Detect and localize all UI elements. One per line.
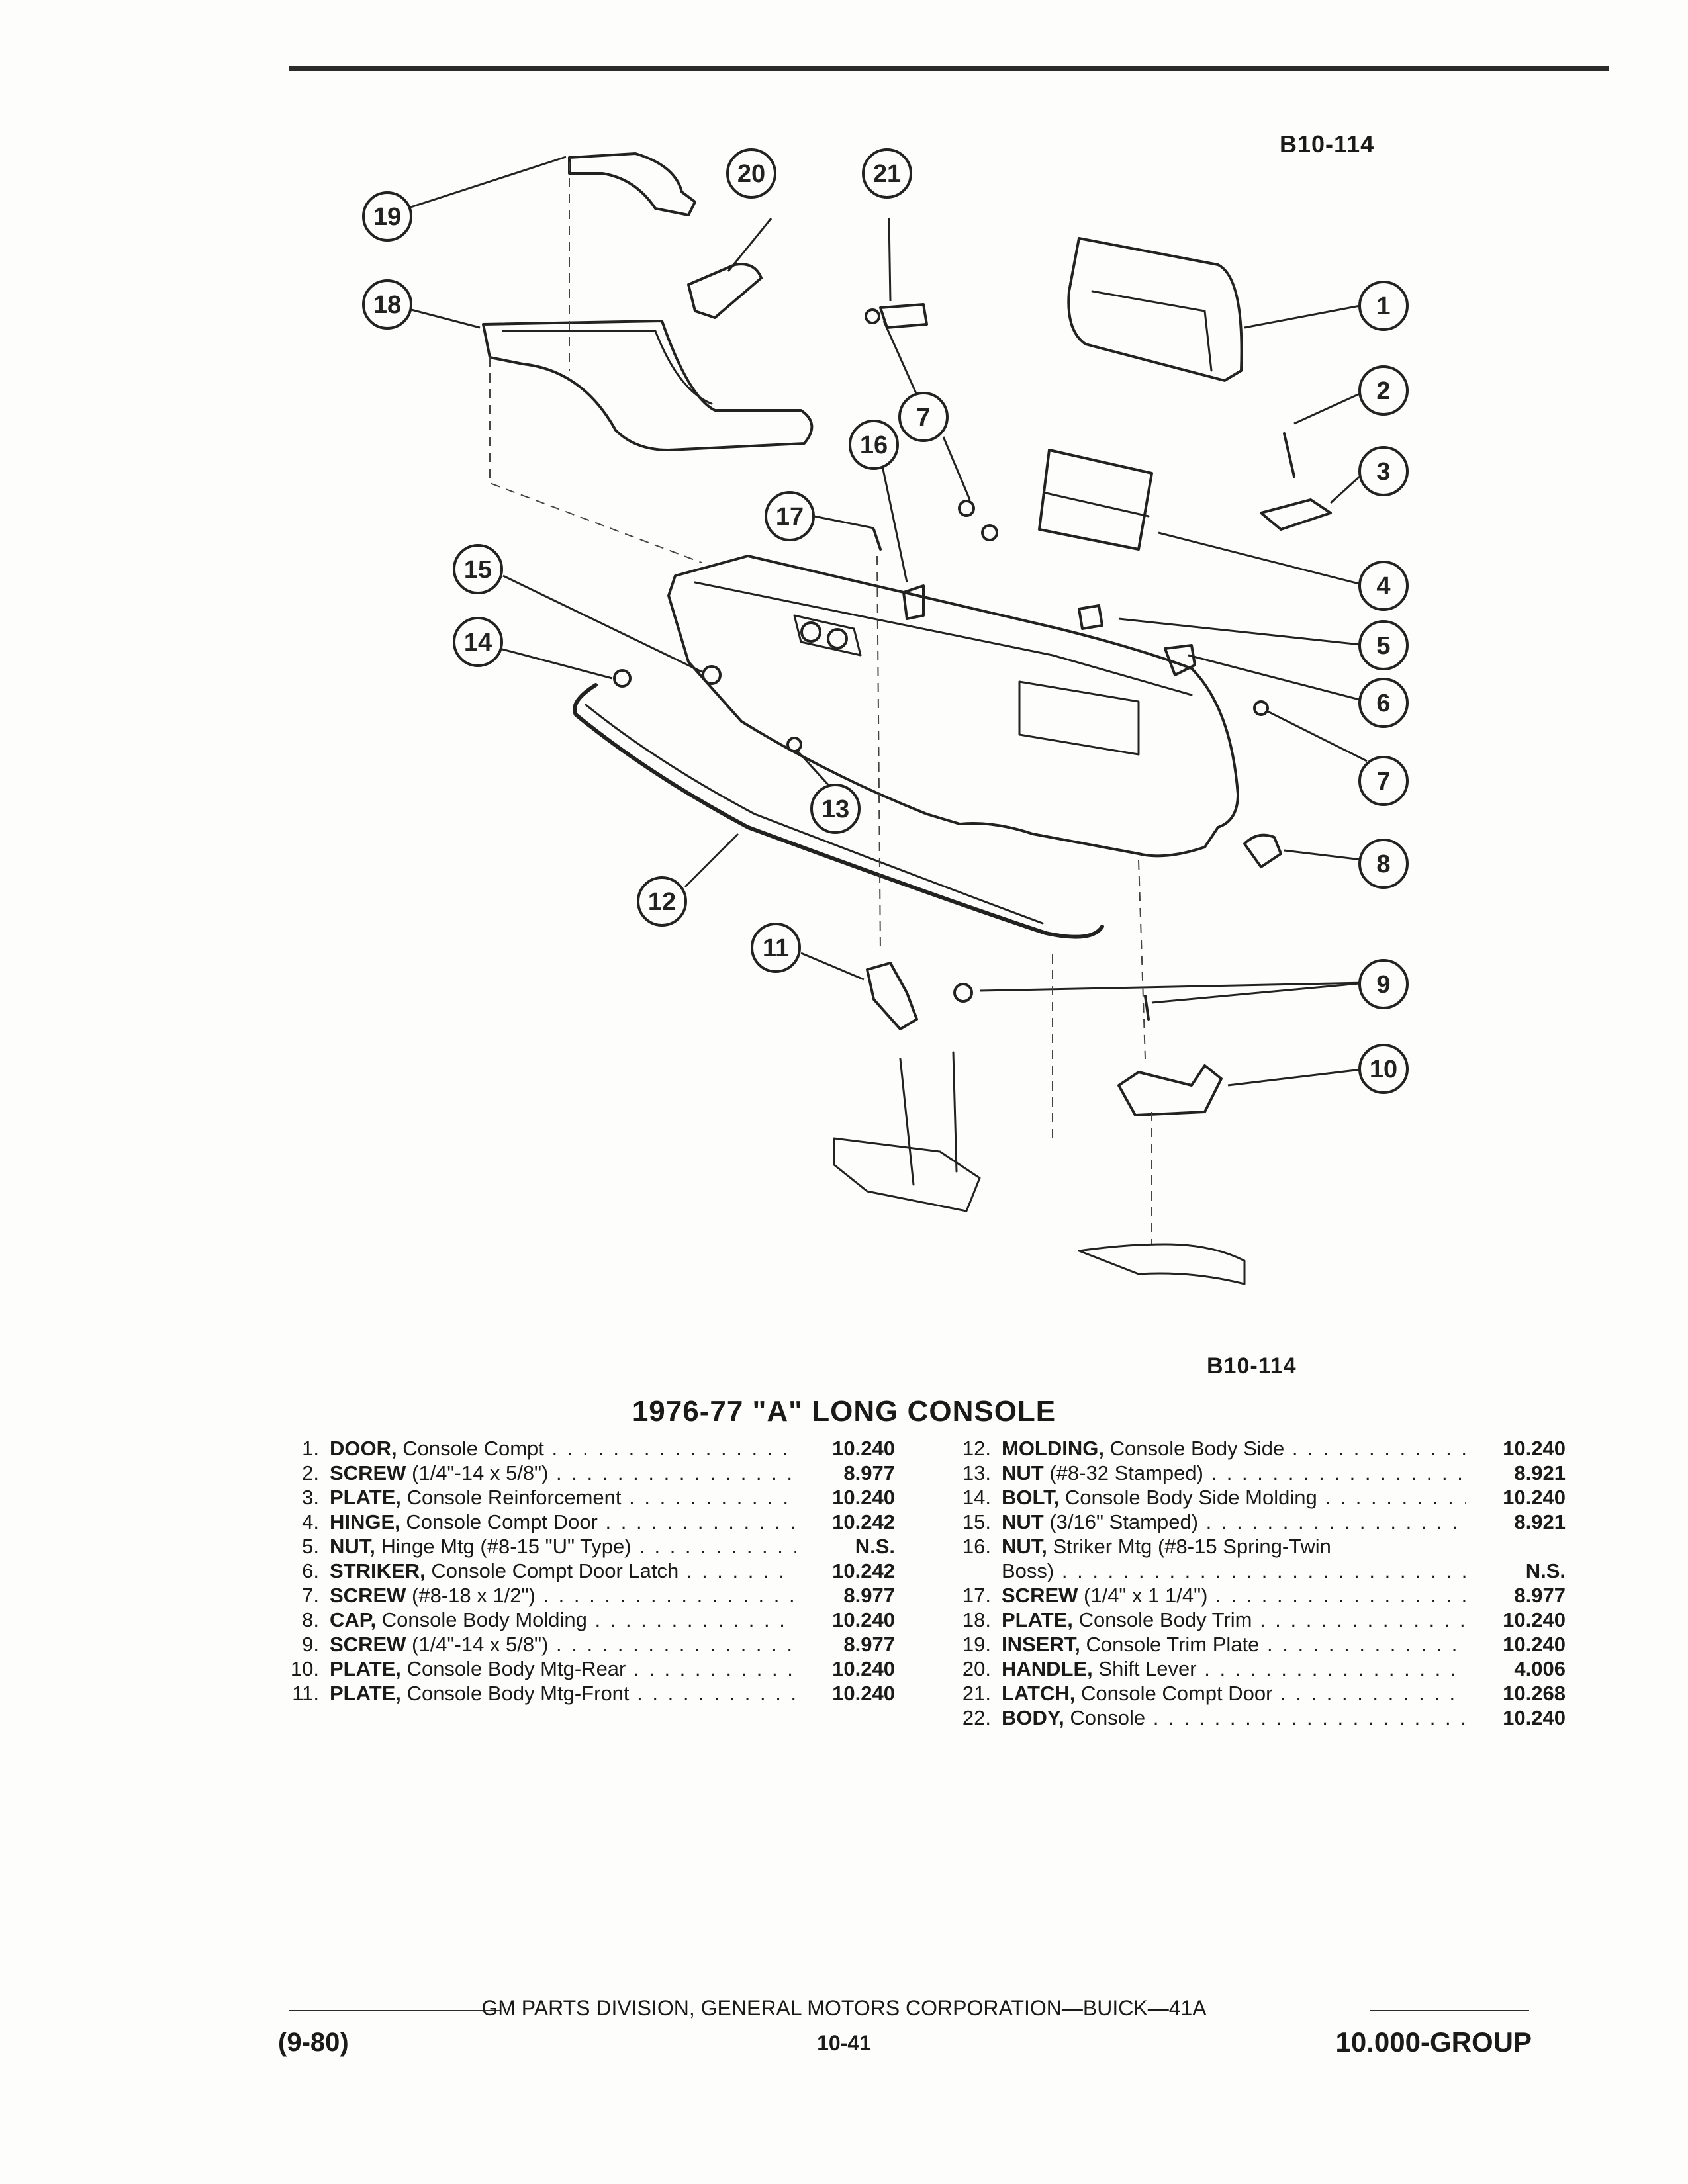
callout-9: 9: [1376, 971, 1390, 999]
parts-row: 7.SCREW (#8-18 x 1/2")8.977: [278, 1583, 895, 1608]
part-door-console-compt: [1067, 237, 1243, 382]
footer-group: 10.000-GROUP: [1335, 2026, 1532, 2058]
parts-row: 22.BODY, Console10.240: [950, 1706, 1566, 1730]
parts-row: 3.PLATE, Console Reinforcement10.240: [278, 1485, 895, 1510]
parts-row: 8.CAP, Console Body Molding10.240: [278, 1608, 895, 1632]
figure-code-top: B10-114: [1280, 130, 1375, 158]
callout-15: 15: [464, 556, 492, 584]
callout-16: 16: [860, 432, 888, 459]
part-plate-console-body-trim: [482, 320, 814, 451]
parts-row: 6.STRIKER, Console Compt Door Latch10.24…: [278, 1559, 895, 1583]
callout-11: 11: [763, 934, 789, 962]
callout-1: 1: [1376, 293, 1390, 320]
parts-row: 11.PLATE, Console Body Mtg-Front10.240: [278, 1681, 895, 1706]
part-cap-console-body-molding: [1243, 833, 1282, 868]
parts-row: 5.NUT, Hinge Mtg (#8-15 "U" Type)N.S.: [278, 1534, 895, 1559]
footer-date: (9-80): [278, 2028, 349, 2057]
callout-14: 14: [464, 629, 492, 657]
parts-row: 2.SCREW (1/4"-14 x 5/8")8.977: [278, 1461, 895, 1485]
parts-row: 19.INSERT, Console Trim Plate10.240: [950, 1632, 1566, 1657]
parts-row: 12.MOLDING, Console Body Side10.240: [950, 1436, 1566, 1461]
callout-13: 13: [821, 796, 849, 823]
callout-10: 10: [1370, 1056, 1397, 1083]
footer-rule-left: [289, 2010, 501, 2011]
parts-list-right: 12.MOLDING, Console Body Side10.240 13.N…: [950, 1436, 1566, 1730]
callout-4: 4: [1376, 572, 1390, 600]
parts-row: 13.NUT (#8-32 Stamped)8.921: [950, 1461, 1566, 1485]
callout-12: 12: [648, 888, 676, 916]
callout-2: 2: [1376, 377, 1390, 405]
part-molding-console-body-side: [573, 683, 1104, 939]
parts-row: 14.BOLT, Console Body Side Molding10.240: [950, 1485, 1566, 1510]
part-plate-console-reinforcement: [1260, 498, 1332, 531]
callout-7-lower: 7: [1376, 768, 1390, 796]
callout-18: 18: [373, 291, 401, 319]
parts-row: 1.DOOR, Console Compt10.240: [278, 1436, 895, 1461]
part-plate-console-body-mtg-front: [866, 962, 918, 1030]
callout-21: 21: [873, 160, 901, 188]
part-hinge-console-compt-door: [1038, 449, 1153, 551]
part-body-console: [667, 555, 1239, 858]
part-latch-console-compt-door: [879, 303, 928, 329]
callout-17: 17: [776, 503, 804, 531]
footer-publisher: GM PARTS DIVISION, GENERAL MOTORS CORPOR…: [481, 1996, 1207, 2020]
exploded-parts-diagram: 1 2 3 4 5 6 7 7 8 9 10 11 12 13 14 15 16…: [362, 148, 1409, 1285]
figure-code-bottom: B10-114: [1207, 1353, 1297, 1379]
top-rule: [289, 66, 1609, 71]
footer-rule-right: [1370, 2010, 1529, 2011]
part-handle-shift-lever: [687, 263, 763, 319]
callout-7-upper: 7: [916, 404, 930, 432]
callout-3: 3: [1376, 458, 1390, 486]
part-insert-console-trim-plate: [568, 152, 696, 216]
parts-row: 21.LATCH, Console Compt Door10.268: [950, 1681, 1566, 1706]
parts-row: 15.NUT (3/16" Stamped)8.921: [950, 1510, 1566, 1534]
callout-19: 19: [373, 203, 401, 231]
part-striker-console-compt-door-latch: [1164, 644, 1196, 676]
parts-row: 20.HANDLE, Shift Lever4.006: [950, 1657, 1566, 1681]
parts-list-left: 1.DOOR, Console Compt10.240 2.SCREW (1/4…: [278, 1436, 895, 1706]
callout-5: 5: [1376, 632, 1390, 660]
callout-20: 20: [737, 160, 765, 188]
parts-row: 10.PLATE, Console Body Mtg-Rear10.240: [278, 1657, 895, 1681]
callout-8: 8: [1376, 850, 1390, 878]
parts-row: 17.SCREW (1/4" x 1 1/4")8.977: [950, 1583, 1566, 1608]
parts-row: 9.SCREW (1/4"-14 x 5/8")8.977: [278, 1632, 895, 1657]
callout-6: 6: [1376, 690, 1390, 717]
page-number: 10-41: [817, 2031, 871, 2055]
parts-row: 18.PLATE, Console Body Trim10.240: [950, 1608, 1566, 1632]
part-plate-console-body-mtg-rear: [1117, 1064, 1223, 1116]
parts-row: 4.HINGE, Console Compt Door10.242: [278, 1510, 895, 1534]
section-title: 1976-77 "A" LONG CONSOLE: [632, 1395, 1056, 1428]
